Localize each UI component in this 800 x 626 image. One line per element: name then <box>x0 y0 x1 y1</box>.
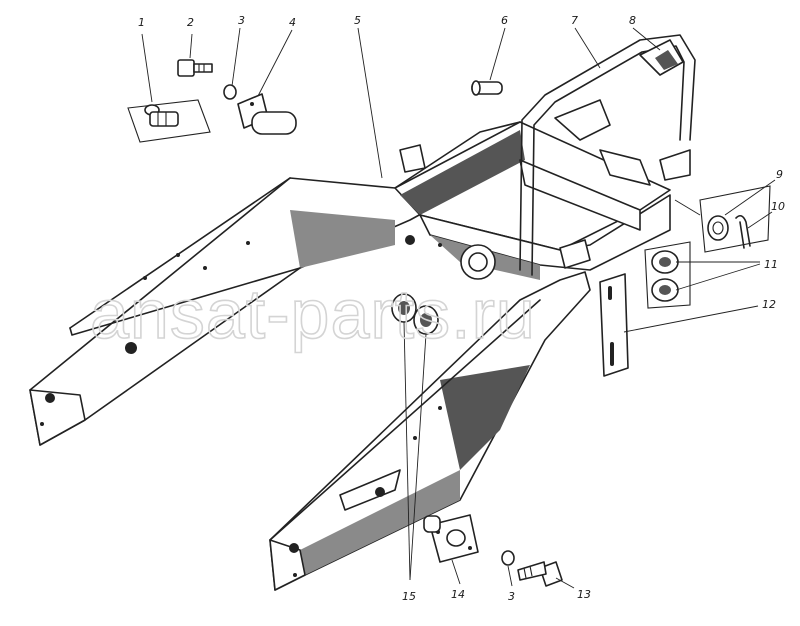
callout-15: 15 <box>402 590 416 603</box>
part-13-bolt-lower <box>517 561 563 587</box>
part-10-cotter-pin <box>735 214 751 249</box>
part-12-slotted-strap <box>599 273 629 377</box>
left-frame-rail <box>29 121 521 446</box>
watermark-text: ansat-parts.ru <box>90 275 536 353</box>
callout-4: 4 <box>289 16 296 29</box>
part-2-bolt <box>177 59 213 77</box>
callout-3-lower: 3 <box>508 590 515 603</box>
part-9-flat-washer <box>699 185 771 253</box>
callout-labels: 1 2 3 4 5 6 7 8 9 10 11 12 13 14 3 15 <box>138 14 785 603</box>
part-4-flanged-pin <box>237 93 297 135</box>
callout-12: 12 <box>762 298 776 311</box>
part-3-washer-upper <box>223 84 237 100</box>
leader-lines <box>141 27 776 589</box>
callout-13: 13 <box>577 588 591 601</box>
part-3-washer-lower <box>501 550 515 566</box>
callout-10: 10 <box>771 200 785 213</box>
callout-9: 9 <box>776 168 783 181</box>
callout-14: 14 <box>451 588 465 601</box>
callout-11: 11 <box>764 258 778 271</box>
upper-arch-bar <box>399 34 696 276</box>
callout-7: 7 <box>571 14 578 27</box>
callout-2: 2 <box>187 16 194 29</box>
right-frame-rail <box>269 271 591 591</box>
part-14-flanged-bushing <box>423 514 479 563</box>
callout-3-upper: 3 <box>238 14 245 27</box>
callout-6: 6 <box>501 14 508 27</box>
callout-8: 8 <box>629 14 636 27</box>
part-6-clevis-pin <box>471 80 503 96</box>
frame-assembly <box>29 34 696 591</box>
part-11-nuts <box>644 241 691 309</box>
callout-5: 5 <box>354 14 361 27</box>
callout-1: 1 <box>138 16 145 29</box>
part-1-grease-fitting <box>127 99 211 143</box>
